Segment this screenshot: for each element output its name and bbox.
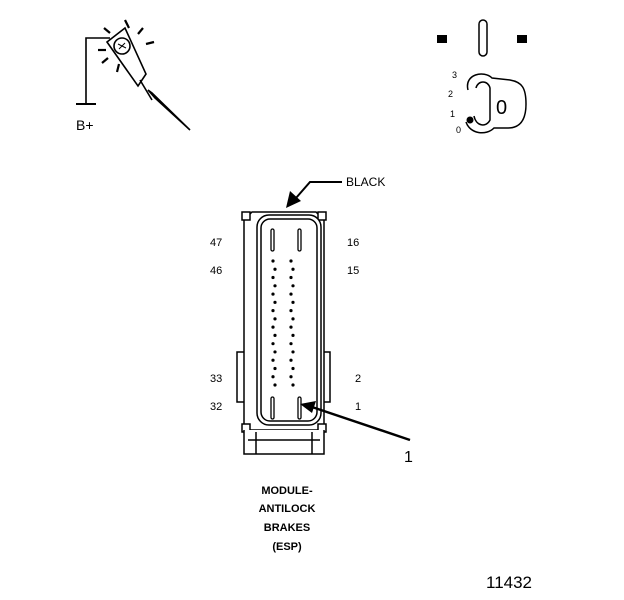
connector-pin (271, 259, 275, 263)
connector-pin (291, 366, 295, 371)
module-title-line-2: ANTILOCK (259, 503, 316, 515)
battery-label: B+ (76, 117, 94, 133)
connector-pin (289, 259, 293, 263)
connector-housing (236, 211, 331, 455)
connector-pin (271, 325, 275, 329)
connector-pin (273, 267, 277, 271)
connector-pin (273, 317, 277, 321)
connector-pin-grid (271, 259, 295, 387)
pin-label-47: 47 (210, 237, 222, 249)
figure-number: 11432 (486, 573, 532, 592)
wire-color-pointer (286, 181, 342, 208)
connector-pin (291, 383, 295, 387)
connector-pin (289, 342, 293, 346)
pin-label-15: 15 (347, 265, 359, 277)
connector-end-pins (270, 228, 302, 420)
connector-pin (273, 350, 277, 354)
connector-pin (291, 350, 295, 354)
connector-pin (291, 284, 295, 288)
connector-pin (271, 309, 275, 313)
module-title-line-3: BRAKES (264, 522, 310, 534)
connector-pin (273, 284, 277, 288)
connector-pin (273, 333, 277, 337)
connector-pin (271, 358, 275, 362)
callout-number: 1 (404, 449, 413, 466)
pin-label-33: 33 (210, 373, 222, 385)
test-lamp-probe (76, 19, 191, 131)
connector-pin (271, 292, 275, 296)
connector-pin (289, 275, 293, 280)
pin-label-32: 32 (210, 401, 222, 413)
connector-pin (291, 333, 295, 337)
module-title-line-4: (ESP) (272, 541, 302, 553)
module-title: MODULE- ANTILOCK BRAKES (ESP) (259, 485, 316, 553)
connector-pin (289, 358, 293, 362)
connector-pin (291, 267, 295, 271)
module-title-line-1: MODULE- (261, 485, 313, 497)
ignition-switch-icon (437, 19, 527, 134)
connector-pin (273, 366, 277, 371)
wire-color-label: BLACK (346, 175, 385, 189)
pin-label-16: 16 (347, 237, 359, 249)
ignition-position-0: 0 (456, 125, 461, 135)
pin-label-2: 2 (355, 373, 361, 385)
connector-pin (289, 309, 293, 313)
pin-label-46: 46 (210, 265, 222, 277)
callout-arrow (300, 401, 411, 442)
connector-pin (273, 300, 277, 304)
connector-pin (289, 292, 293, 296)
ignition-position-2: 2 (448, 89, 453, 99)
connector-pin (271, 375, 275, 379)
connector-pin (273, 383, 277, 387)
connector-pin (289, 325, 293, 329)
connector-pin (291, 300, 295, 304)
ignition-key-label: 0 (496, 97, 507, 119)
connector-pin (271, 342, 275, 346)
connector-pin (289, 375, 293, 379)
ignition-position-1: 1 (450, 109, 455, 119)
connector-pin (271, 275, 275, 280)
ignition-position-3: 3 (452, 70, 457, 80)
connector-pin (291, 317, 295, 321)
pin-label-1: 1 (355, 401, 361, 413)
